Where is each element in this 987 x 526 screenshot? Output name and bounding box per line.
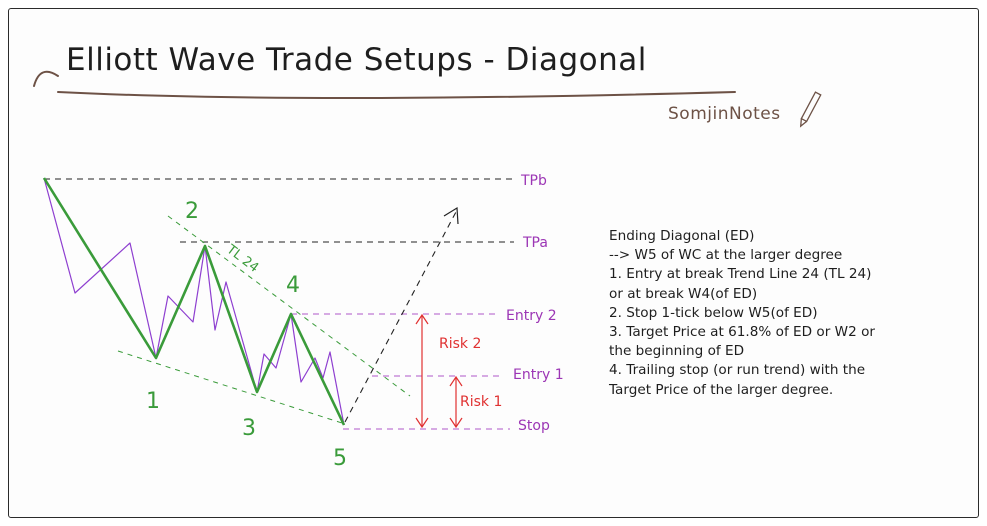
tpb-label: TPb [520, 173, 547, 189]
projection-arrow [344, 209, 458, 423]
wave-line [42, 177, 346, 426]
wave-number-5: 5 [333, 446, 347, 471]
brand-name: SomjinNotes [668, 104, 781, 124]
wave-number-3: 3 [242, 416, 256, 441]
price-path [43, 177, 345, 426]
note-line: --> W5 of WC at the larger degree [609, 247, 843, 264]
risk2-arrow [415, 313, 429, 429]
notes-panel: Ending Diagonal (ED) --> W5 of WC at the… [609, 227, 959, 400]
note-line: Ending Diagonal (ED) [609, 228, 755, 244]
risk1-label: Risk 1 [460, 394, 502, 410]
note-line: the beginning of ED [609, 343, 745, 360]
stop-label: Stop [518, 418, 550, 434]
projection-arrowhead [443, 206, 459, 225]
note-line: 3. Target Price at 61.8% of ED or W2 or [609, 324, 875, 341]
wave-number-2: 2 [185, 199, 199, 224]
title-underline [33, 70, 736, 99]
note-line: 4. Trailing stop (or run trend) with the [609, 362, 866, 379]
risk2-label: Risk 2 [439, 336, 481, 352]
page-title: Elliott Wave Trade Setups - Diagonal [66, 42, 647, 78]
note-line: 2. Stop 1-tick below W5(of ED) [609, 304, 818, 321]
risk1-arrow [449, 375, 463, 429]
entry1-label: Entry 1 [513, 367, 564, 383]
trend-line-24 [167, 215, 411, 397]
note-line: Target Price of the larger degree. [609, 381, 834, 398]
wave-number-4: 4 [286, 273, 300, 298]
note-line: or at break W4(of ED) [609, 285, 758, 302]
pencil-icon [799, 91, 822, 128]
wave-number-1: 1 [146, 389, 160, 414]
note-line: 1. Entry at break Trend Line 24 (TL 24) [609, 266, 872, 283]
tpa-label: TPa [522, 235, 548, 251]
entry2-label: Entry 2 [506, 308, 557, 324]
